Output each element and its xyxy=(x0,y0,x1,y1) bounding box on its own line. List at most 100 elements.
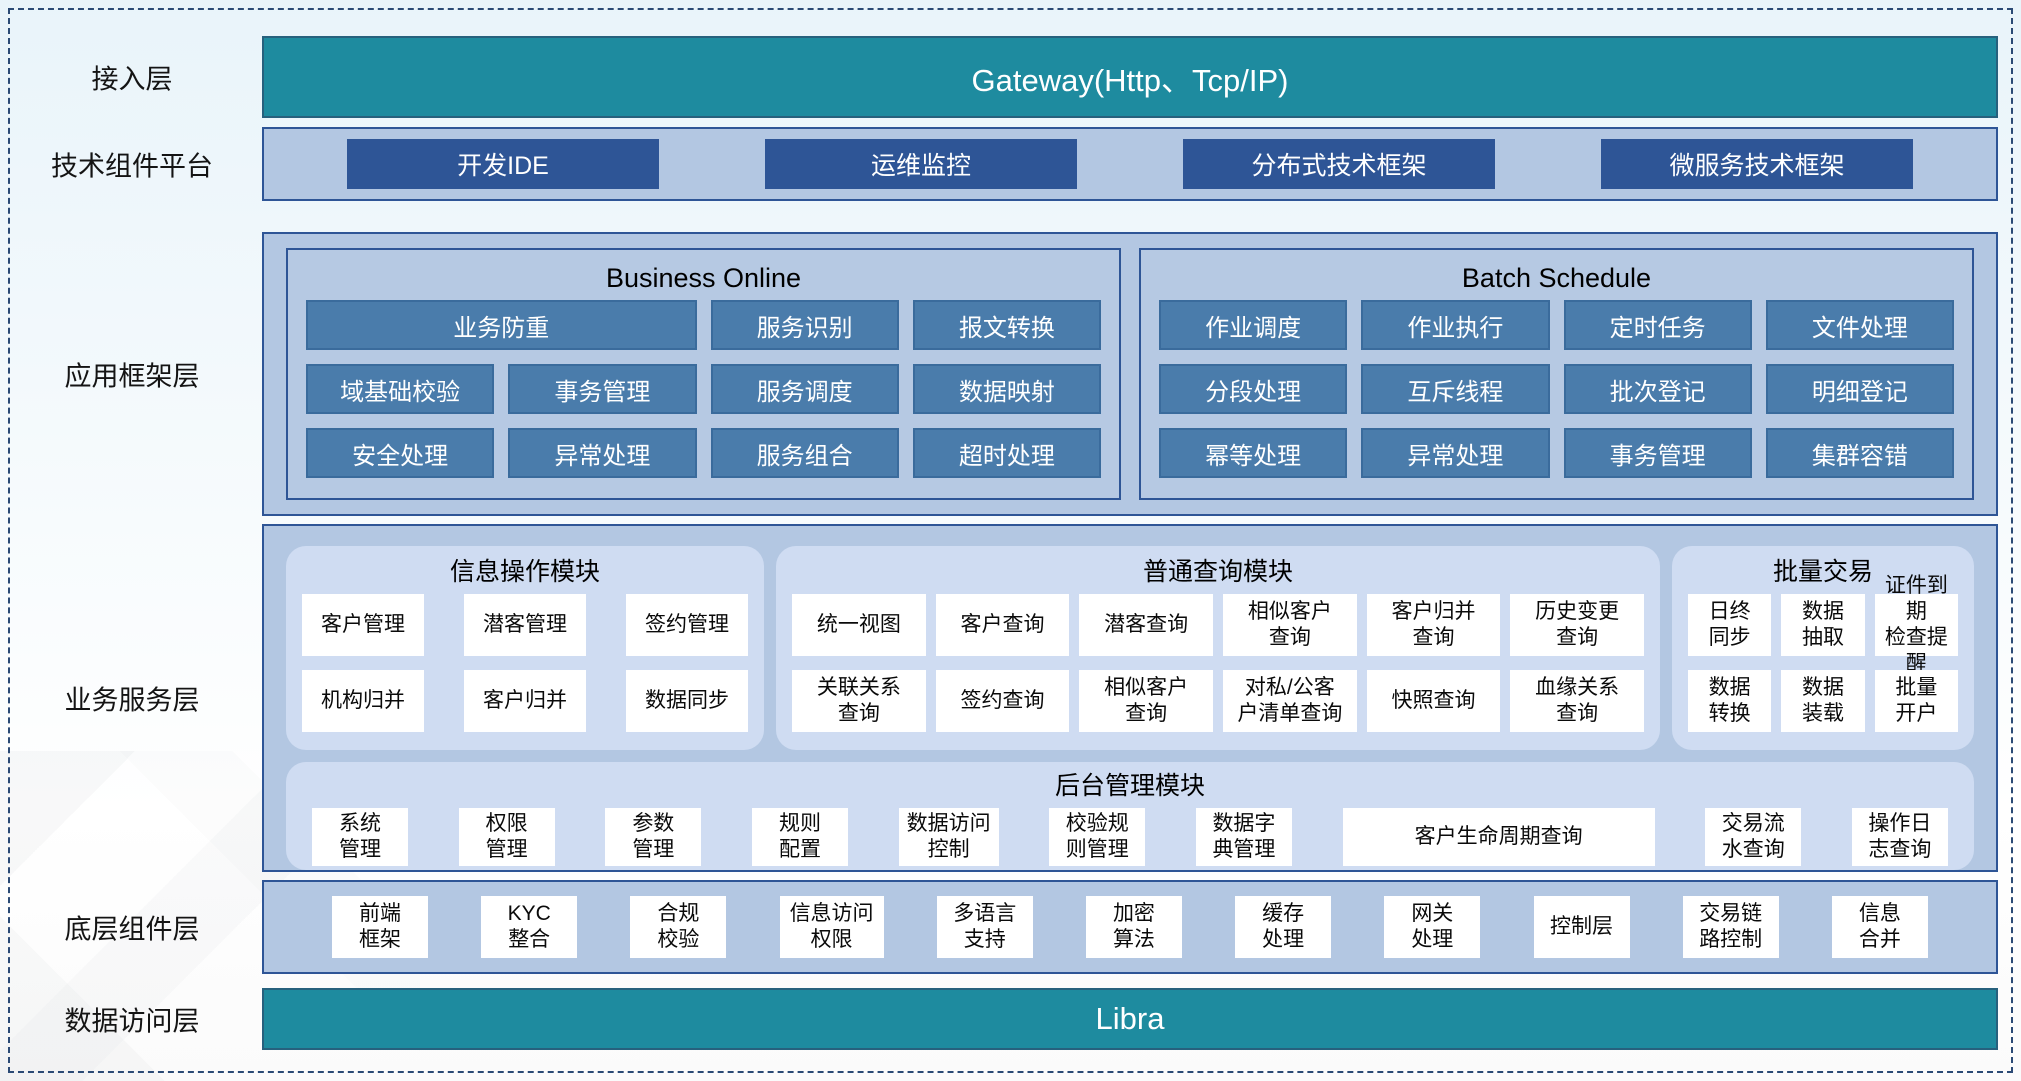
tech-platform-item: 开发IDE xyxy=(347,139,659,189)
common-query-item: 客户归并 查询 xyxy=(1366,594,1501,656)
batch-trade-item: 证件到期 检查提醒 xyxy=(1874,574,1958,675)
layer-label-app-framework: 应用框架层 xyxy=(64,361,200,392)
base-component-item: 多语言 支持 xyxy=(936,896,1033,958)
business-online-item: 服务调度 xyxy=(710,364,899,414)
layer-label-base-components: 底层组件层 xyxy=(64,914,200,945)
admin-module-row: 系统 管理权限 管理参数 管理规则 配置数据访问 控制校验规 则管理数据字 典管… xyxy=(312,808,1948,866)
business-online-item: 数据映射 xyxy=(912,364,1101,414)
batch-schedule-item: 幂等处理 xyxy=(1159,428,1348,478)
common-query-item: 历史变更 查询 xyxy=(1510,594,1644,656)
info-operation-item: 签约管理 xyxy=(626,594,748,656)
base-component-item: 网关 处理 xyxy=(1384,896,1481,958)
base-component-item: 信息访问 权限 xyxy=(779,896,884,958)
tech-platform-panel: 开发IDE 运维监控 分布式技术框架 微服务技术框架 xyxy=(262,127,1998,201)
tech-platform-item: 微服务技术框架 xyxy=(1601,139,1913,189)
info-operation-item: 机构归并 xyxy=(302,670,424,732)
admin-item: 数据字 典管理 xyxy=(1195,808,1292,866)
common-query-module: 普通查询模块 统一视图客户查询潜客查询相似客户 查询客户归并 查询历史变更 查询… xyxy=(776,546,1660,750)
info-operation-item: 客户归并 xyxy=(464,670,586,732)
business-service-panel: 信息操作模块 客户管理潜客管理签约管理机构归并客户归并数据同步 普通查询模块 统… xyxy=(262,524,1998,872)
admin-item: 规则 配置 xyxy=(751,808,848,866)
admin-item: 权限 管理 xyxy=(458,808,555,866)
batch-schedule-title: Batch Schedule xyxy=(1461,263,1652,293)
business-online-item: 业务防重 xyxy=(306,300,697,350)
info-operation-item: 数据同步 xyxy=(626,670,748,732)
batch-schedule-item: 定时任务 xyxy=(1563,300,1752,350)
libra-bar: Libra xyxy=(262,988,1998,1050)
batch-trade-item: 批量 开户 xyxy=(1874,670,1958,732)
business-online-item: 安全处理 xyxy=(306,428,495,478)
tech-platform-item: 运维监控 xyxy=(765,139,1077,189)
business-online-grid: 业务防重服务识别报文转换域基础校验事务管理服务调度数据映射安全处理异常处理服务组… xyxy=(306,300,1101,478)
common-query-item: 关联关系 查询 xyxy=(792,670,926,732)
batch-schedule-item: 作业执行 xyxy=(1361,300,1550,350)
batch-schedule-item: 明细登记 xyxy=(1765,364,1954,414)
batch-schedule-item: 异常处理 xyxy=(1361,428,1550,478)
base-component-item: 信息 合并 xyxy=(1831,896,1928,958)
batch-schedule-item: 分段处理 xyxy=(1159,364,1348,414)
batch-trade-item: 数据 抽取 xyxy=(1781,594,1865,656)
business-online-item: 服务组合 xyxy=(710,428,899,478)
admin-module-title: 后台管理模块 xyxy=(1054,772,1205,800)
info-operation-item: 客户管理 xyxy=(302,594,424,656)
batch-schedule-section: Batch Schedule 作业调度作业执行定时任务文件处理分段处理互斥线程批… xyxy=(1139,248,1974,500)
business-online-item: 异常处理 xyxy=(508,428,697,478)
admin-item: 交易流 水查询 xyxy=(1705,808,1802,866)
tech-platform-item: 分布式技术框架 xyxy=(1183,139,1495,189)
base-component-item: KYC 整合 xyxy=(481,896,578,958)
batch-trade-item: 数据 装载 xyxy=(1781,670,1865,732)
common-query-item: 统一视图 xyxy=(792,594,926,656)
batch-schedule-item: 集群容错 xyxy=(1765,428,1954,478)
admin-item: 数据访问 控制 xyxy=(898,808,999,866)
base-component-item: 缓存 处理 xyxy=(1235,896,1332,958)
batch-schedule-item: 互斥线程 xyxy=(1361,364,1550,414)
common-query-item: 相似客户 查询 xyxy=(1079,670,1213,732)
common-query-item: 潜客查询 xyxy=(1079,594,1213,656)
business-online-item: 超时处理 xyxy=(912,428,1101,478)
info-operation-grid: 客户管理潜客管理签约管理机构归并客户归并数据同步 xyxy=(302,594,748,732)
admin-item: 客户生命周期查询 xyxy=(1342,808,1655,866)
batch-trade-module-title: 批量交易 xyxy=(1772,558,1873,586)
business-online-section: Business Online 业务防重服务识别报文转换域基础校验事务管理服务调… xyxy=(286,248,1121,500)
common-query-item: 签约查询 xyxy=(935,670,1070,732)
common-query-grid: 统一视图客户查询潜客查询相似客户 查询 客户归并 查询历史变更 查询关联关系 查询… xyxy=(792,594,1644,732)
base-component-item: 合规 校验 xyxy=(630,896,727,958)
common-query-item: 对私/公客 户清单查询 xyxy=(1223,670,1357,732)
layer-label-access: 接入层 xyxy=(91,64,173,95)
batch-trade-item: 日终 同步 xyxy=(1688,594,1772,656)
common-query-item: 客户查询 xyxy=(935,594,1070,656)
batch-schedule-item: 文件处理 xyxy=(1765,300,1954,350)
layer-label-business-service: 业务服务层 xyxy=(64,685,200,716)
info-operation-item: 潜客管理 xyxy=(464,594,586,656)
app-framework-panel: Business Online 业务防重服务识别报文转换域基础校验事务管理服务调… xyxy=(262,232,1998,516)
info-operation-module: 信息操作模块 客户管理潜客管理签约管理机构归并客户归并数据同步 xyxy=(286,546,764,750)
layer-label-tech-platform: 技术组件平台 xyxy=(51,151,213,182)
admin-item: 操作日 志查询 xyxy=(1851,808,1948,866)
batch-schedule-grid: 作业调度作业执行定时任务文件处理分段处理互斥线程批次登记明细登记幂等处理异常处理… xyxy=(1159,300,1954,478)
business-online-item: 事务管理 xyxy=(508,364,697,414)
base-component-item: 前端 框架 xyxy=(332,896,428,958)
batch-schedule-item: 批次登记 xyxy=(1563,364,1752,414)
base-component-item: 控制层 xyxy=(1533,896,1630,958)
gateway-bar: Gateway(Http、Tcp/IP) xyxy=(262,36,1998,118)
business-online-item: 报文转换 xyxy=(912,300,1101,350)
admin-module: 后台管理模块 系统 管理权限 管理参数 管理规则 配置数据访问 控制校验规 则管… xyxy=(286,762,1974,870)
admin-item: 系统 管理 xyxy=(312,808,408,866)
base-component-item: 交易链 路控制 xyxy=(1682,896,1779,958)
base-component-item: 加密 算法 xyxy=(1085,896,1182,958)
admin-item: 参数 管理 xyxy=(605,808,702,866)
info-operation-module-title: 信息操作模块 xyxy=(449,558,600,586)
batch-trade-module: 批量交易 日终 同步数据 抽取证件到期 检查提醒数据 转换数据 装载批量 开户 xyxy=(1672,546,1974,750)
layer-label-data-access: 数据访问层 xyxy=(64,1006,200,1037)
batch-schedule-item: 事务管理 xyxy=(1563,428,1752,478)
business-online-item: 服务识别 xyxy=(710,300,899,350)
batch-schedule-item: 作业调度 xyxy=(1159,300,1348,350)
business-service-modules-row: 信息操作模块 客户管理潜客管理签约管理机构归并客户归并数据同步 普通查询模块 统… xyxy=(286,546,1974,750)
business-online-title: Business Online xyxy=(605,263,802,293)
base-components-panel: 前端 框架 KYC 整合合规 校验信息访问 权限多语言 支持加密 算法缓存 处理网… xyxy=(262,880,1998,974)
admin-item: 校验规 则管理 xyxy=(1049,808,1146,866)
common-query-item: 血缘关系 查询 xyxy=(1510,670,1644,732)
batch-trade-grid: 日终 同步数据 抽取证件到期 检查提醒数据 转换数据 装载批量 开户 xyxy=(1688,574,1958,732)
common-query-item: 快照查询 xyxy=(1366,670,1501,732)
business-online-item: 域基础校验 xyxy=(306,364,495,414)
